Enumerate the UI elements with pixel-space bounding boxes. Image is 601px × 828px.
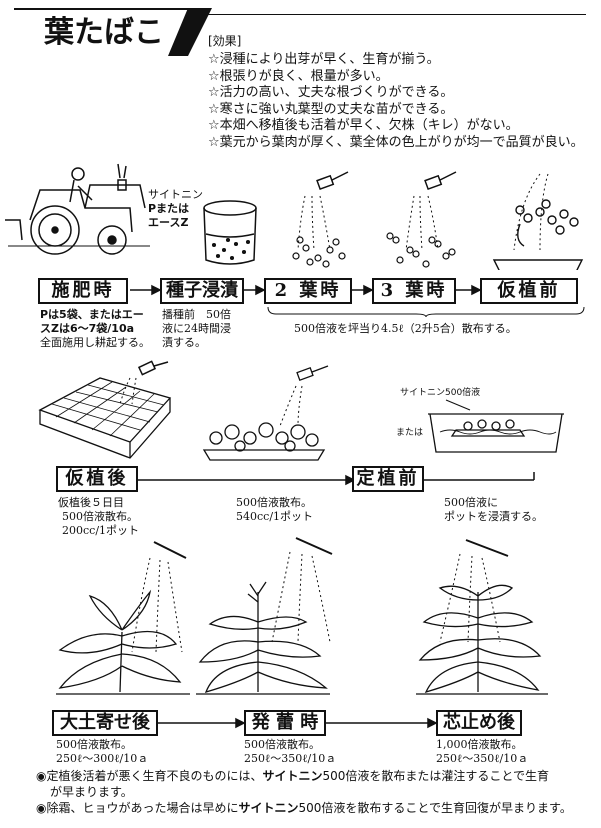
- title-rule: [206, 14, 586, 15]
- note-r2-c2: ポットを浸漬する。: [444, 510, 543, 523]
- effect-item: ☆葉元から葉肉が厚く、葉全体の色上がりが均一で品質が良い。: [208, 134, 584, 150]
- footer-note-2: ◉除霜、ヒョウがあった場合は早めにサイトニン500倍液を散布することで生育回復が…: [36, 801, 572, 815]
- note-r3-a1: 500倍液散布。: [56, 738, 132, 751]
- or-label: または: [396, 428, 424, 438]
- note-span: 500倍液を坪当り4.5ℓ（2升5合）散布する。: [294, 322, 517, 335]
- note-r3-b1: 500倍液散布。: [244, 738, 320, 751]
- row3-arrows: [158, 717, 438, 729]
- watering-can-1: [297, 171, 349, 251]
- stage-topping: 芯止め後: [436, 710, 522, 736]
- dip-label: サイトニン500倍液: [400, 388, 481, 398]
- seedling-pots-illustration: [202, 365, 329, 461]
- effect-item: ☆本畑へ移植後も活着が早く、欠株（キレ）がない。: [208, 118, 519, 133]
- effects-list: ☆浸種により出芽が早く、生育が揃う。 ☆根張りが良く、根量が多い。 ☆活力の高い…: [208, 52, 584, 151]
- note-r2-a2: 500倍液散布。: [62, 510, 138, 523]
- note-fertilize-3: 全面施用し耕起する。: [40, 336, 150, 349]
- note-r3-c1: 1,000倍液散布。: [436, 738, 523, 751]
- note-r2-c1: 500倍液に: [444, 496, 498, 509]
- effects-heading: [効果]: [208, 34, 242, 48]
- stage-two-leaf: 2 葉時: [264, 278, 352, 304]
- cell-tray-illustration: [38, 377, 172, 459]
- watering-can-2: [405, 171, 457, 251]
- stage-pre-transplant: 仮植前: [480, 278, 578, 304]
- effect-item: ☆根張りが良く、根量が多い。: [208, 68, 389, 84]
- page-title: 葉たばこ: [14, 8, 202, 54]
- transplant-tray: [492, 173, 584, 270]
- tractor-illustration: [5, 163, 150, 255]
- stage-earthing-up: 大土寄せ後: [52, 710, 158, 736]
- footer-note-1-cont: が早まります。: [50, 785, 133, 799]
- stage-three-leaf: 3 葉時: [372, 278, 456, 304]
- watering-can-3: [119, 360, 169, 405]
- title-slash-decoration: [168, 8, 212, 56]
- note-r3-b2: 250ℓ〜350ℓ/10ａ: [244, 752, 337, 765]
- tobacco-plant-young: [56, 541, 190, 695]
- note-r2-a3: 200cc/1ポット: [62, 524, 140, 537]
- row1-arrows: [130, 284, 482, 296]
- effect-item: ☆浸種により出芽が早く、生育が揃う。: [208, 52, 440, 67]
- note-r2-b1: 500倍液散布。: [236, 496, 312, 509]
- stage-seed-soak: 種子浸漬: [160, 278, 244, 304]
- span-bracket: [267, 306, 585, 318]
- soaking-jar-illustration: [203, 200, 257, 265]
- row3-illustrations: [56, 537, 548, 695]
- stage-budding: 発 蕾 時: [244, 710, 326, 736]
- stage-post-transplant: 仮植後: [56, 466, 138, 492]
- row2-arrows: [138, 472, 535, 486]
- note-fertilize-2: スZは6〜7袋/10a: [40, 322, 135, 335]
- seedlings-3leaf: [386, 232, 456, 268]
- note-soak-2: 液に24時間浸: [162, 322, 231, 335]
- note-r2-b2: 540cc/1ポット: [236, 510, 314, 523]
- tobacco-plant-topped: [416, 539, 548, 695]
- product-label: サイトニン: [148, 188, 203, 201]
- seedlings-2leaf: [292, 236, 346, 268]
- product-sub2: エースZ: [148, 216, 189, 229]
- effect-item: ☆活力の高い、丈夫な根づくりができる。: [208, 85, 454, 100]
- product-sub1: Pまたは: [148, 202, 190, 215]
- stage-fertilize: 施肥時: [38, 278, 128, 304]
- note-soak-1: 播種前 50倍: [162, 308, 231, 321]
- tobacco-plant-budding: [196, 537, 333, 695]
- footer-note-1: ◉定植後活着が悪く生育不良のものには、サイトニン500倍液を散布または灌注するこ…: [36, 769, 550, 783]
- effect-item: ☆寒さに強い丸葉型の丈夫な苗ができる。: [208, 101, 454, 117]
- note-r2-a1: 仮植後５日目: [58, 496, 124, 509]
- row2-illustrations: [38, 360, 564, 461]
- note-soak-3: 漬する。: [162, 336, 206, 349]
- row1-illustrations: [5, 163, 584, 270]
- note-r3-c2: 250ℓ〜350ℓ/10ａ: [436, 752, 529, 765]
- note-r3-a2: 250ℓ〜300ℓ/10ａ: [56, 752, 149, 765]
- dip-basin-illustration: [428, 399, 564, 453]
- stage-pre-planting: 定植前: [352, 466, 424, 492]
- note-fertilize-1: Pは5袋、またはエー: [40, 308, 144, 321]
